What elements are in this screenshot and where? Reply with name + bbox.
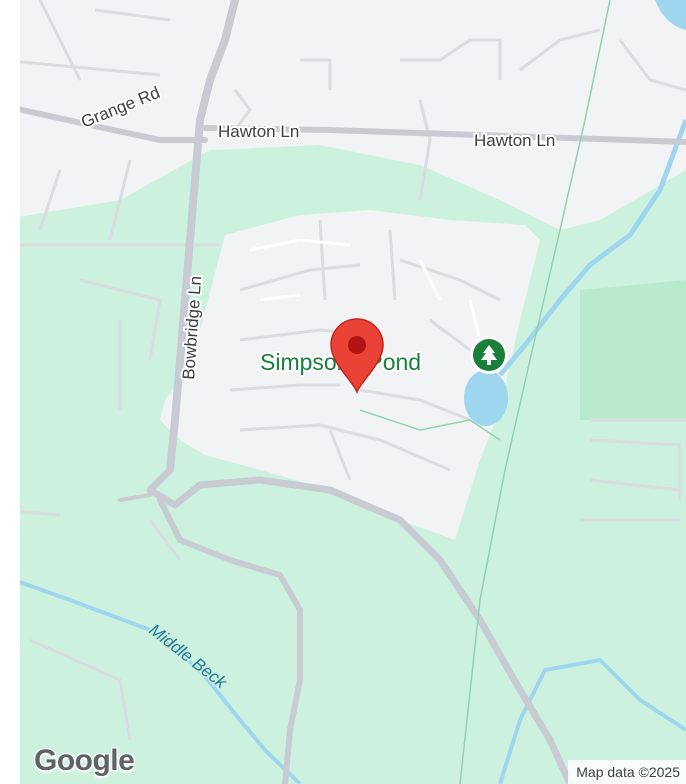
label-hawton-ln-west: Hawton Ln: [218, 122, 299, 141]
google-logo: Google: [34, 744, 135, 777]
minor-roads: [20, 0, 686, 741]
map-pin-icon[interactable]: [330, 318, 384, 395]
field-area: [580, 280, 686, 420]
label-hawton-ln-east: Hawton Ln: [474, 131, 555, 150]
map-attribution[interactable]: Map data ©2025: [568, 760, 686, 784]
water-corner: [655, 0, 686, 30]
footpath-line-2: [359, 409, 501, 441]
tree-icon[interactable]: [470, 336, 508, 374]
pond-shape: [464, 370, 508, 426]
estate-roads: [249, 238, 482, 341]
footpath-line: [459, 0, 611, 784]
water-features: [20, 119, 686, 784]
water-left: [0, 300, 20, 320]
north-area: [20, 0, 686, 230]
